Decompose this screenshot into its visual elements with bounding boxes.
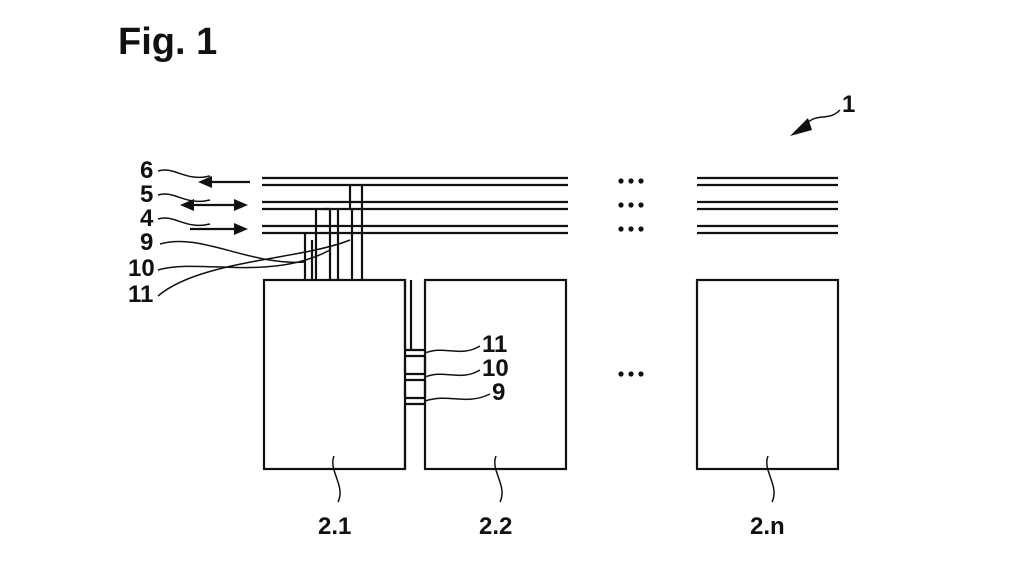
leader-6 [157,169,211,179]
ref-label-4: 4 [140,205,154,232]
arrow-4-right-head [234,223,248,235]
leader-left-11 [157,239,351,297]
module-label-2-1: 2.1 [318,513,351,540]
direction-arrows [180,176,250,235]
module-2-n [695,278,840,471]
ref-mid-9: 9 [492,379,505,406]
leader-mid-10 [424,369,481,378]
ref-mid-10: 10 [482,355,509,382]
system-ref-leader [805,109,841,125]
ref-label-5: 5 [140,181,153,208]
leader-mid-9 [424,393,491,402]
arrow-6-left-head [198,176,212,188]
arrow-5-left-head [180,199,194,211]
leader-left-10 [157,249,331,271]
system-ref-label: 1 [842,91,855,118]
bus-ellipsis [618,178,644,232]
system-ref-arrowhead [790,118,812,136]
module-label-2-n: 2.n [750,513,785,540]
ref-left-11: 11 [128,281,153,308]
module-2-1 [262,278,407,471]
leader-5 [157,193,211,203]
arrow-5-right-head [234,199,248,211]
leader-module-2-2 [494,455,503,503]
ref-left-9: 9 [140,229,153,256]
bus-lines-left [262,176,568,235]
leader-module-2-n [766,455,775,503]
leader-module-2-1 [332,455,341,503]
leader-left-9 [159,240,306,264]
ref-mid-11: 11 [482,331,507,358]
module-ellipsis [618,371,644,377]
leader-mid-11 [424,345,481,354]
figure-title: Fig. 1 [118,21,217,63]
module-interconnect [403,280,427,469]
ref-left-10: 10 [128,255,155,282]
leader-4 [157,217,211,227]
bus-lines-right [697,176,838,235]
ref-label-6: 6 [140,157,153,184]
module-label-2-2: 2.2 [479,513,512,540]
